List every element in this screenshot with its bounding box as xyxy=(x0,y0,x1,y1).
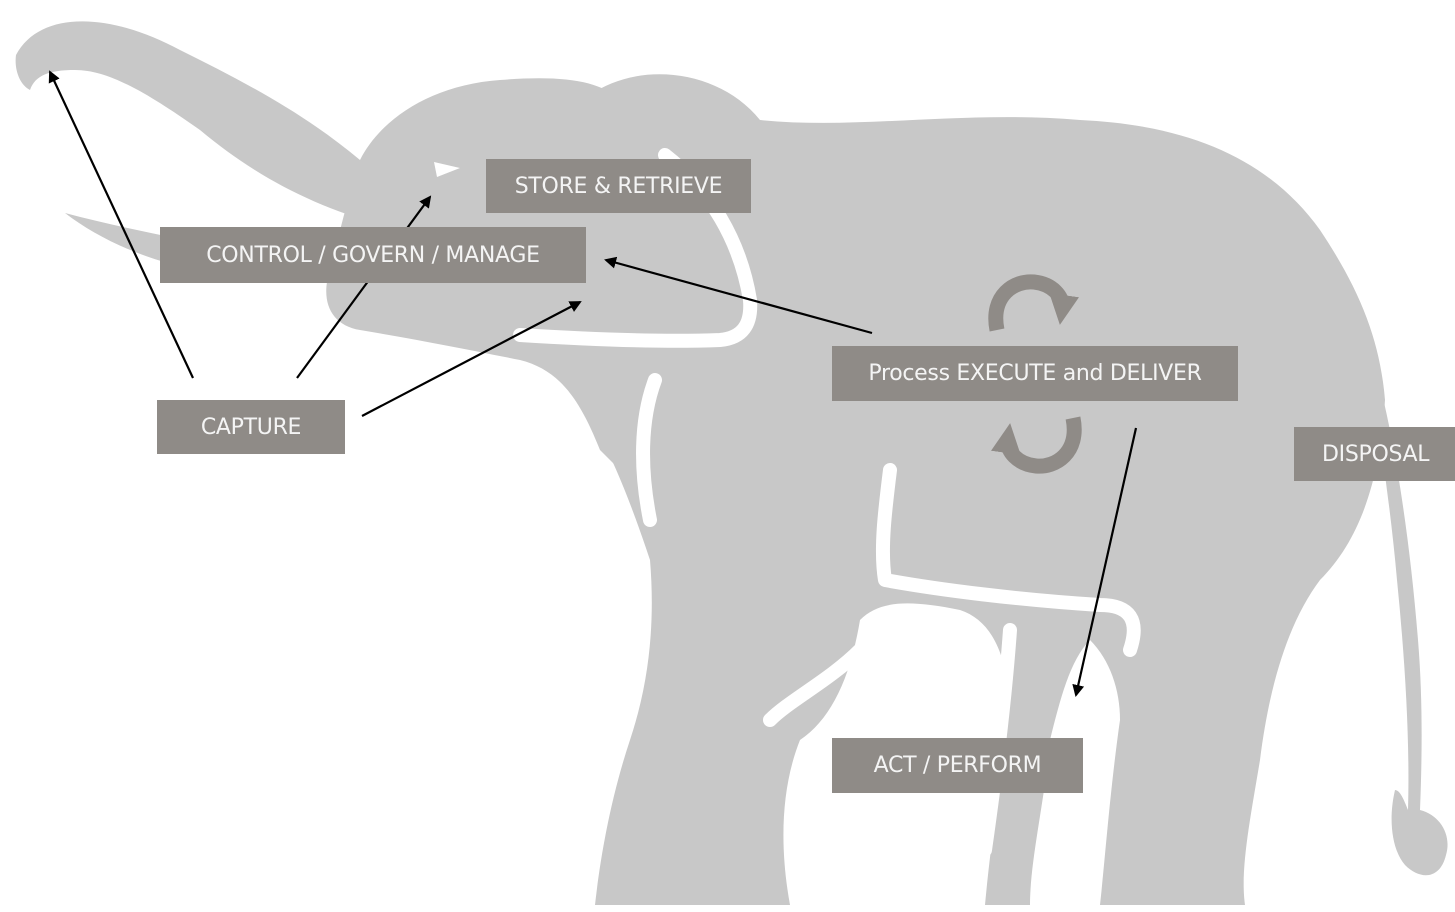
eye-notch xyxy=(434,162,460,177)
connector-arrows xyxy=(48,70,1138,697)
control-govern-manage-label: CONTROL / GOVERN / MANAGE xyxy=(160,227,586,283)
store-retrieve-label: STORE & RETRIEVE xyxy=(486,159,751,213)
silhouette-cut-lines xyxy=(513,148,1141,857)
arrow-capture-to-trunk xyxy=(48,70,194,379)
elephant-silhouette-icon xyxy=(15,21,1448,906)
circular-refresh-arrows-icon xyxy=(988,274,1082,474)
arrow-process-to-control xyxy=(604,256,873,335)
arrow-process-to-act xyxy=(1072,427,1138,697)
capture-label: CAPTURE xyxy=(157,400,345,454)
process-execute-deliver-label: Process EXECUTE and DELIVER xyxy=(832,346,1238,401)
disposal-label: DISPOSAL xyxy=(1294,427,1455,481)
arrow-capture-to-control xyxy=(361,301,582,417)
act-perform-label: ACT / PERFORM xyxy=(832,738,1083,793)
